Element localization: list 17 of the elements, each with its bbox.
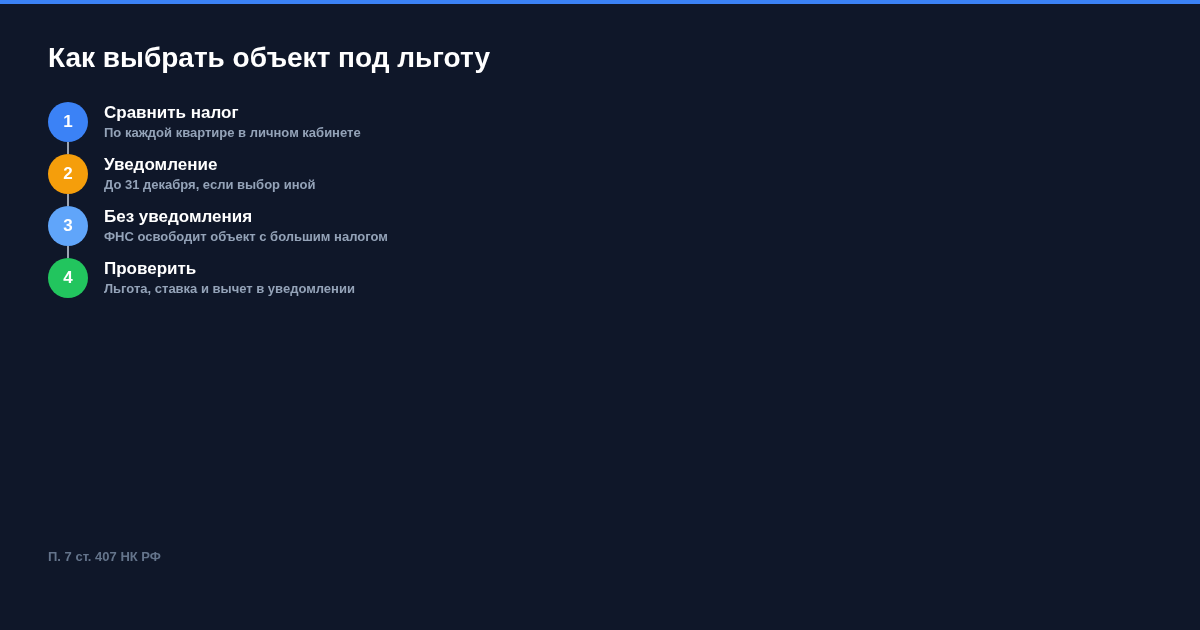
step-title: Без уведомления xyxy=(104,207,253,227)
step-description: До 31 декабря, если выбор иной xyxy=(104,177,316,193)
step-number-circle: 2 xyxy=(48,154,88,194)
connector-line xyxy=(67,141,69,155)
step-title: Уведомление xyxy=(104,155,218,175)
step-title: Проверить xyxy=(104,259,197,279)
step-description: Льгота, ставка и вычет в уведомлении xyxy=(104,281,355,297)
connector-line xyxy=(67,193,69,207)
step-number-circle: 1 xyxy=(48,102,88,142)
step-number-circle: 3 xyxy=(48,206,88,246)
diagram-title: Как выбрать объект под льготу xyxy=(48,41,490,75)
step-description: По каждой квартире в личном кабинете xyxy=(104,125,361,141)
step-title: Сравнить налог xyxy=(104,103,239,123)
step-number-circle: 4 xyxy=(48,258,88,298)
connector-line xyxy=(67,245,69,259)
law-reference-note: П. 7 ст. 407 НК РФ xyxy=(48,549,161,565)
step-description: ФНС освободит объект с большим налогом xyxy=(104,229,388,245)
